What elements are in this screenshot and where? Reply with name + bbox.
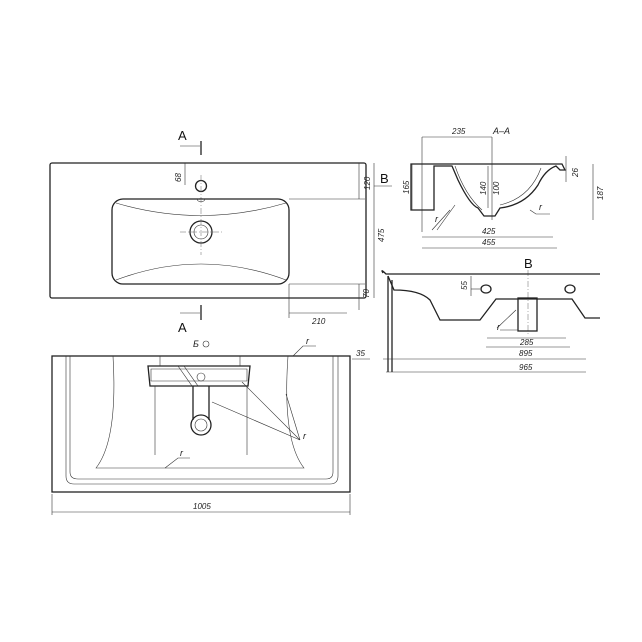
dim-455: 455	[482, 238, 496, 247]
dim-210: 210	[311, 317, 326, 326]
view-b-arrow-label: B	[380, 171, 389, 186]
dim-140: 140	[479, 181, 488, 195]
dim-895: 895	[519, 349, 533, 358]
section-title: A–A	[492, 126, 510, 136]
dim-187: 187	[596, 186, 605, 200]
dim-100: 100	[492, 181, 501, 195]
dim-68: 68	[174, 173, 183, 182]
radius-label-4: r	[435, 214, 439, 224]
dim-120: 120	[363, 176, 372, 190]
view-b: B 55 r 285 895 965	[381, 256, 600, 373]
dim-55: 55	[460, 281, 469, 290]
bottom-view: Б r r r 35 1005	[51, 336, 370, 515]
dim-26: 26	[571, 168, 580, 178]
dim-235: 235	[451, 127, 466, 136]
dim-475: 475	[377, 228, 386, 242]
section-a-bottom-label: A	[178, 320, 187, 335]
dim-35: 35	[356, 349, 365, 358]
dim-1005: 1005	[193, 502, 211, 511]
radius-label-6: r	[497, 322, 501, 332]
radius-label-5: r	[539, 202, 543, 212]
view-b-title: B	[524, 256, 533, 271]
dim-165: 165	[402, 180, 411, 194]
plan-view: A A 68 120 475 70 210 B	[49, 128, 392, 335]
overflow-note: Б	[193, 339, 199, 349]
dim-70: 70	[362, 289, 371, 298]
dim-965: 965	[519, 363, 533, 372]
radius-label-3: r	[306, 336, 310, 346]
radius-label-2: r	[180, 448, 184, 458]
section-a-a: A–A 235 140 100 165 26 187 r r 425 455	[402, 126, 605, 249]
dim-425: 425	[482, 227, 496, 236]
dim-285: 285	[519, 338, 534, 347]
radius-label-1: r	[303, 431, 307, 441]
section-a-top-label: A	[178, 128, 187, 143]
